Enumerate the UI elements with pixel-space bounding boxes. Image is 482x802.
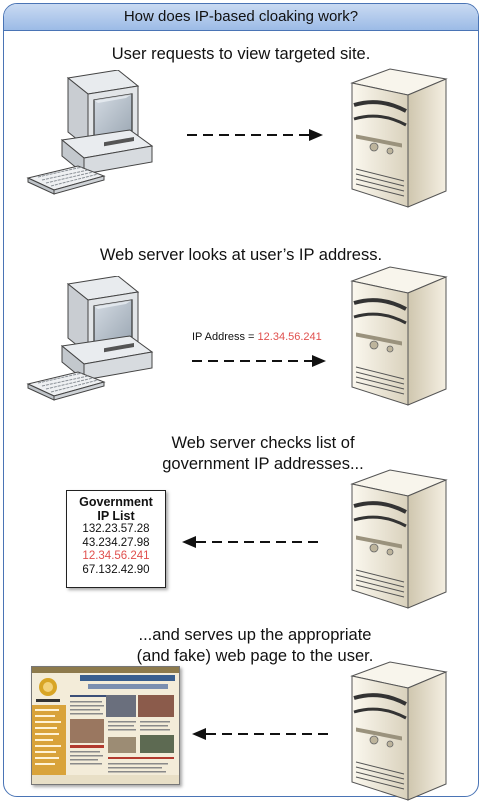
step-4-caption-line2: (and fake) web page to the user. [136,647,374,665]
ip-address-prefix: IP Address = [192,331,258,343]
step-3-caption: Web server checks list of government IP … [22,433,482,475]
user-computer-icon [26,70,166,196]
step-2-caption: Web server looks at user’s IP address. [99,246,383,264]
request-arrow-icon [187,129,323,141]
web-server-icon [338,468,450,610]
web-server-icon [338,67,450,209]
ip-address-value: 12.34.56.241 [257,331,322,343]
web-server-icon [338,265,450,407]
ip-list-header-line1: Government [79,495,153,509]
serve-page-arrow-icon [192,728,328,740]
web-server-icon [338,660,450,802]
ip-list-entry: 132.23.57.28 [82,523,150,535]
step-4-caption: ...and serves up the appropriate (and fa… [14,625,482,667]
government-ip-list: Government IP List 132.23.57.28 43.234.2… [66,490,166,588]
diagram-title: How does IP-based cloaking work? [4,4,478,31]
ip-list-entry-match: 12.34.56.241 [82,550,150,562]
ip-address-label: IP Address = 12.34.56.241 [192,331,322,343]
ip-arrow-icon [192,355,326,367]
step-3-caption-line1: Web server checks list of [171,434,355,452]
step-3-caption-line2: government IP addresses... [162,455,364,473]
step-1-caption: User requests to view targeted site. [111,45,371,63]
check-list-arrow-icon [182,536,318,548]
fake-webpage-thumbnail [31,666,180,785]
ip-list-entry: 43.234.27.98 [82,536,150,549]
ip-list-entry: 67.132.42.90 [82,563,150,576]
step-4-caption-line1: ...and serves up the appropriate [138,626,372,644]
webpage-screenshot-image [32,667,179,784]
ip-list-header-line2: IP List [97,509,135,523]
user-computer-icon [26,276,166,402]
